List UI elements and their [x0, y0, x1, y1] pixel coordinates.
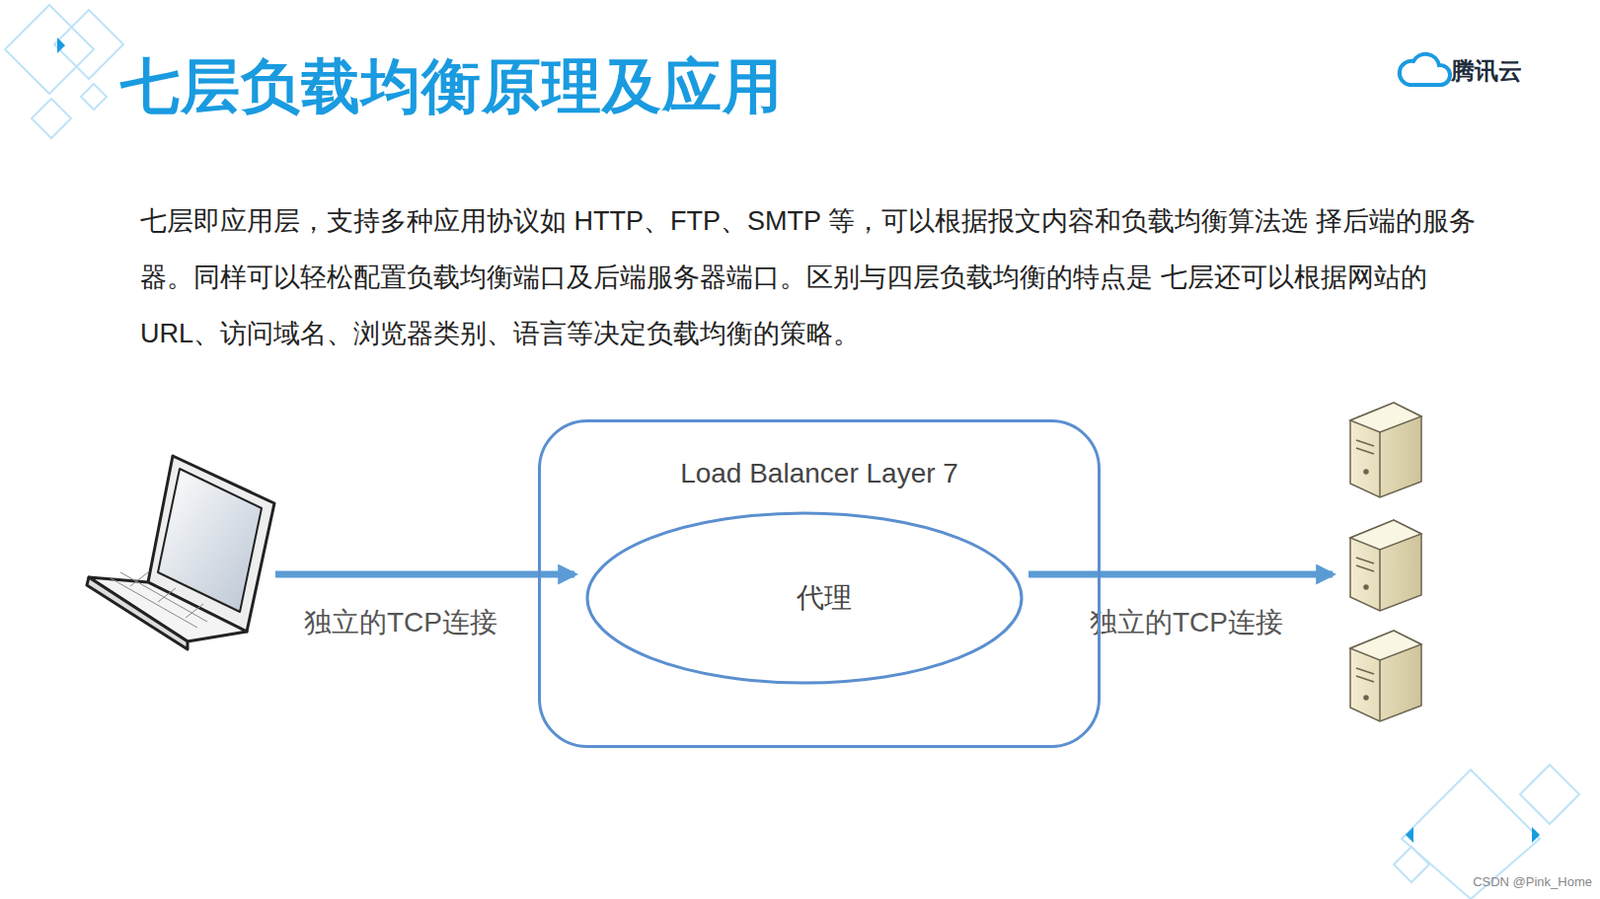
arrow [275, 571, 575, 579]
edge-label: 独立的TCP连接 [304, 606, 498, 640]
edge-label: 独立的TCP连接 [1089, 606, 1284, 640]
arrow [1028, 571, 1333, 579]
slide-title: 七层负载均衡原理及应用 [120, 47, 783, 128]
corner-decoration [4, 4, 1580, 899]
box-heading: Load Balancer Layer 7 [540, 457, 1098, 490]
proxy-ellipse: 代理 [585, 511, 1064, 686]
corner-accent [57, 37, 1540, 843]
watermark: CSDN @Pink_Home [1472, 874, 1593, 891]
laptop-icon [86, 456, 275, 650]
load-balancer-box: Load Balancer Layer 7 代理 [537, 419, 1101, 749]
server-icon [1350, 402, 1422, 722]
logo-text: 腾讯云 [1450, 57, 1523, 86]
logo-icon [1399, 54, 1450, 85]
ellipse-label: 代理 [585, 579, 1064, 617]
description-text: 七层即应用层，支持多种应用协议如 HTTP、FTP、SMTP 等，可以根据报文内… [140, 193, 1513, 363]
